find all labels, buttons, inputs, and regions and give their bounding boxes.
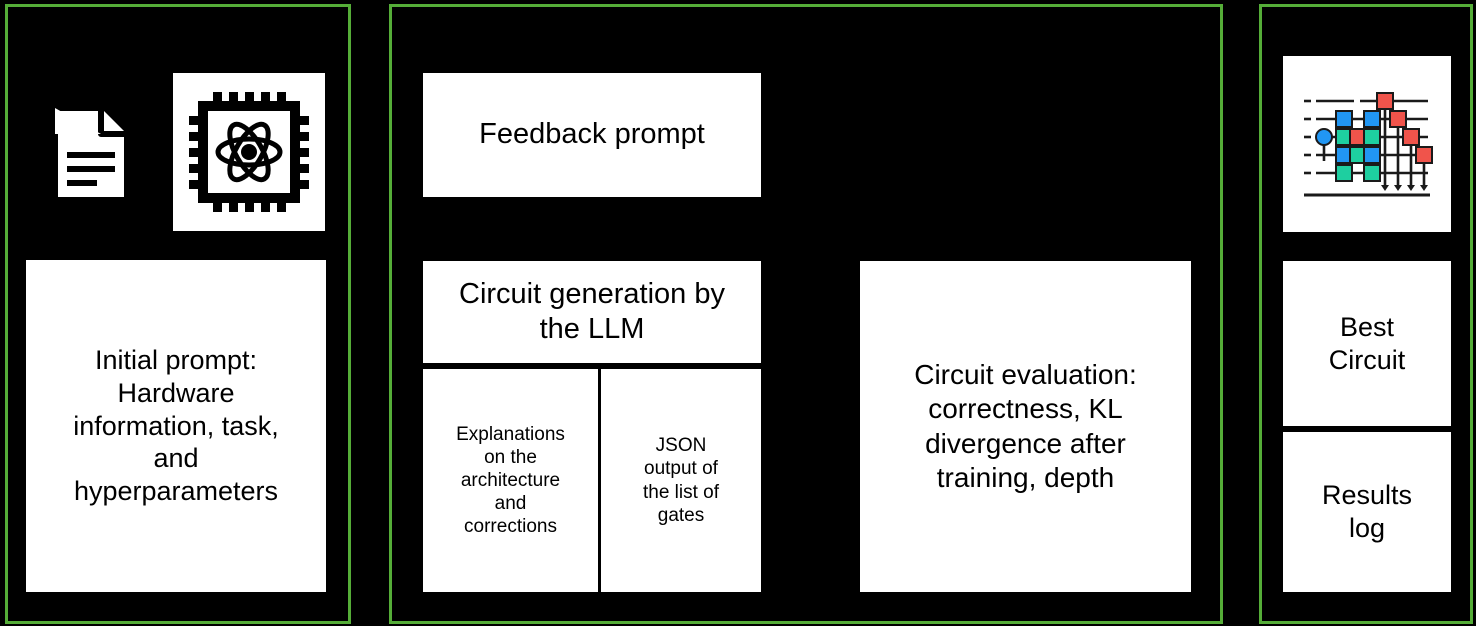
feedback-prompt-text: Feedback prompt <box>479 118 705 151</box>
circuit-generation-card: Circuit generation by the LLM <box>423 261 761 366</box>
circuit-evaluation-text: Circuit evaluation: correctness, KL dive… <box>914 359 1137 493</box>
json-output-card: JSON output of the list of gates <box>601 369 761 592</box>
document-icon <box>51 104 131 204</box>
results-log-text: Results log <box>1321 480 1413 543</box>
circuit-evaluation-card: Circuit evaluation: correctness, KL dive… <box>860 261 1191 592</box>
best-circuit-card: Best Circuit <box>1283 261 1451 429</box>
results-log-card: Results log <box>1283 432 1451 592</box>
initial-prompt-text: Initial prompt: Hardware information, ta… <box>73 344 279 507</box>
quantum-circuit-diagram-icon <box>1283 56 1451 232</box>
initial-prompt-card: Initial prompt: Hardware information, ta… <box>26 260 326 592</box>
feedback-prompt-card: Feedback prompt <box>423 73 761 197</box>
explanations-card: Explanations on the architecture and cor… <box>423 369 598 592</box>
quantum-chip-icon <box>173 73 325 231</box>
json-output-text: JSON output of the list of gates <box>642 435 720 526</box>
circuit-generation-text: Circuit generation by the LLM <box>459 277 725 345</box>
explanations-text: Explanations on the architecture and cor… <box>456 423 565 538</box>
best-circuit-text: Best Circuit <box>1328 311 1406 375</box>
